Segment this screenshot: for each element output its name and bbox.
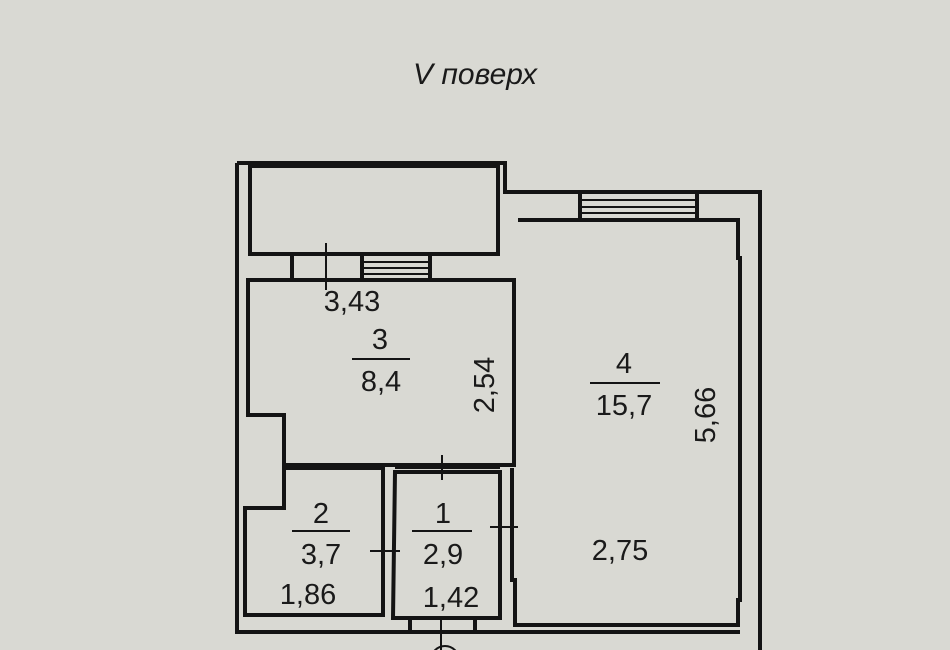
room-1-number: 1 [435,498,451,530]
room-3-number: 3 [372,324,388,356]
room-4-area: 15,7 [596,390,652,422]
dimension-ticks [325,243,518,650]
room-2-area: 3,7 [301,539,341,571]
room-3-area: 8,4 [361,366,401,398]
room-3-height: 2,54 [469,357,501,413]
floor-title: V поверх [413,58,537,91]
room-4-number: 4 [616,348,632,380]
fraction-bars [292,358,660,532]
windows [362,199,697,469]
room-2-dimension: 1,86 [280,579,336,611]
room-1-dimension: 1,42 [423,582,479,614]
room-4-width: 2,75 [592,535,648,567]
room-4-height: 5,66 [690,387,722,443]
room-3-width: 3,43 [324,286,380,318]
room-2-number: 2 [313,498,329,530]
room-1-area: 2,9 [423,539,463,571]
